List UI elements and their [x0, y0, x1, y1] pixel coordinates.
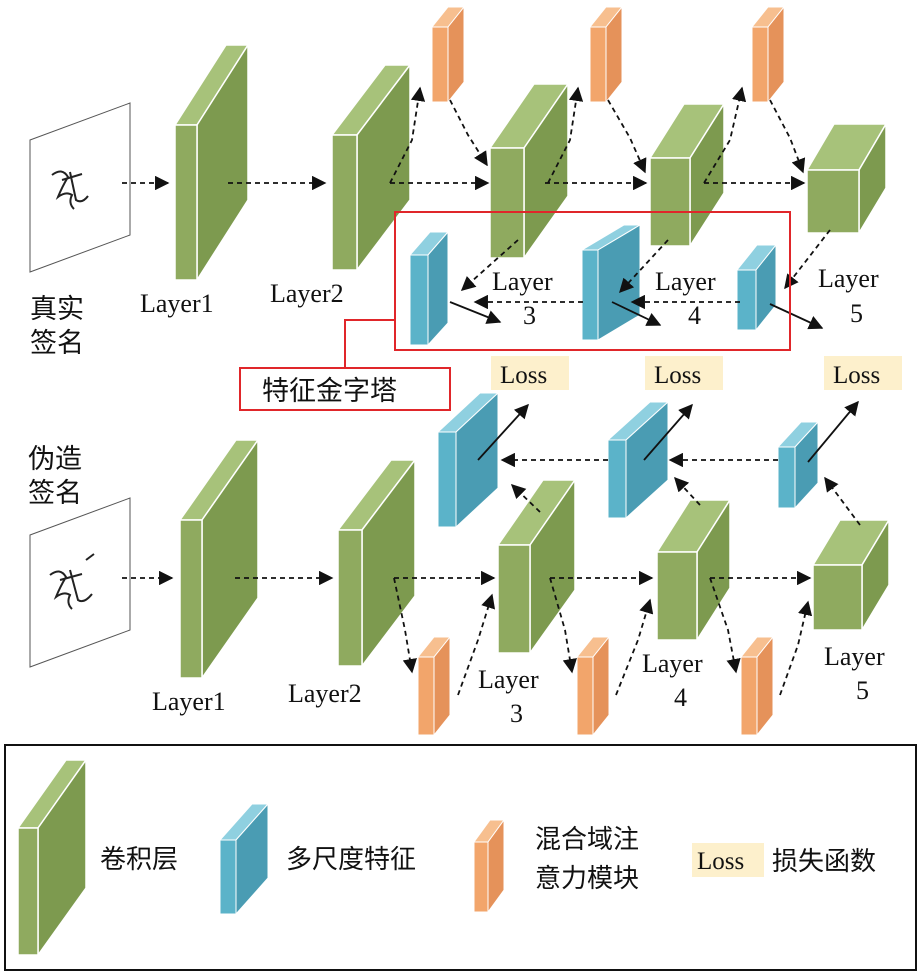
legend-attention-label: 混合域注 意力模块: [535, 825, 639, 894]
loss-badge-1: Loss: [491, 356, 569, 390]
legend-conv-swatch: [16, 757, 88, 958]
svg-text:Loss: Loss: [697, 848, 744, 875]
feature-map-top-4: [580, 224, 642, 341]
loss-badge-3: Loss: [824, 356, 902, 390]
layer3-top-label: Layer 3: [492, 267, 553, 330]
layer2-top-label: Layer2: [270, 279, 344, 308]
svg-text:3: 3: [523, 301, 536, 330]
legend-attention-swatch: [473, 818, 505, 914]
svg-text:Loss: Loss: [500, 362, 547, 389]
conv-layer-5-top: [805, 121, 888, 236]
top-pyramid-arrows: [449, 229, 831, 330]
svg-text:3: 3: [510, 699, 523, 728]
svg-text:伪造: 伪造: [28, 444, 82, 475]
layer4-top-label: Layer 4: [655, 267, 716, 330]
attention-module-bottom-1: [416, 635, 452, 737]
svg-text:混合域注: 混合域注: [535, 825, 639, 855]
feature-map-top-3: [408, 230, 450, 347]
attention-module-bottom-2: [575, 635, 611, 737]
bottom-row-flow-arrows: [122, 452, 861, 696]
legend-loss-label: 损失函数: [772, 847, 876, 877]
layer1-bottom-label: Layer1: [152, 687, 226, 716]
layer4-bottom-label: Layer 4: [642, 649, 703, 712]
attention-module-bottom-3: [739, 635, 775, 737]
layer2-bottom-label: Layer2: [288, 679, 362, 708]
svg-text:签名: 签名: [28, 478, 82, 509]
loss-badge-2: Loss: [645, 356, 723, 390]
conv-layer-1-bottom: [178, 437, 260, 681]
svg-text:签名: 签名: [30, 328, 84, 359]
feature-map-top-5: [735, 243, 778, 332]
svg-text:Layer: Layer: [478, 665, 539, 694]
layer3-bottom-label: Layer 3: [478, 665, 539, 728]
legend-feature-swatch: [218, 802, 270, 916]
conv-layer-2-bottom: [336, 457, 417, 669]
forged-signature-label: 伪造 签名: [28, 444, 82, 509]
attention-module-top-2: [588, 5, 624, 104]
conv-layer-4-top: [648, 101, 726, 249]
svg-text:4: 4: [674, 683, 687, 712]
layer5-bottom-label: Layer 5: [824, 642, 885, 705]
conv-layer-3-top: [488, 81, 570, 261]
svg-text:4: 4: [688, 301, 701, 330]
svg-text:Layer: Layer: [492, 267, 553, 296]
forged-signature-card: [29, 497, 131, 668]
svg-text:Loss: Loss: [833, 362, 880, 389]
feature-map-bottom-5: [776, 420, 820, 510]
layer5-top-label: Layer 5: [818, 264, 879, 328]
feature-pyramid-label: 特征金字塔: [262, 376, 397, 407]
feature-pyramid-highlight: [239, 211, 791, 411]
top-row-flow-arrows: [122, 86, 806, 191]
svg-text:Layer: Layer: [642, 649, 703, 678]
svg-text:真实: 真实: [30, 294, 84, 325]
layer1-top-label: Layer1: [140, 289, 214, 318]
real-signature-label: 真实 签名: [30, 294, 84, 359]
legend-feature-label: 多尺度特征: [286, 845, 416, 875]
attention-module-top-1: [430, 5, 466, 104]
conv-layer-1-top: [173, 42, 250, 283]
legend-loss-badge: Loss: [692, 843, 764, 877]
legend-box: [4, 744, 917, 971]
attention-module-top-3: [750, 5, 786, 104]
conv-layer-3-bottom: [496, 477, 577, 656]
svg-text:5: 5: [850, 299, 863, 328]
conv-layer-4-bottom: [655, 497, 732, 643]
svg-text:Loss: Loss: [654, 362, 701, 389]
svg-text:意力模块: 意力模块: [535, 864, 639, 894]
svg-text:Layer: Layer: [655, 267, 716, 296]
conv-layer-2-top: [330, 62, 412, 273]
legend-conv-label: 卷积层: [100, 845, 178, 875]
svg-text:Layer: Layer: [824, 642, 885, 671]
loss-outputs: [477, 400, 859, 463]
svg-text:5: 5: [856, 676, 869, 705]
feature-map-bottom-3: [436, 391, 500, 529]
feature-map-bottom-4: [606, 400, 670, 520]
svg-text:Layer: Layer: [818, 264, 879, 293]
conv-layer-5-bottom: [811, 517, 891, 633]
real-signature-card: [29, 102, 131, 273]
